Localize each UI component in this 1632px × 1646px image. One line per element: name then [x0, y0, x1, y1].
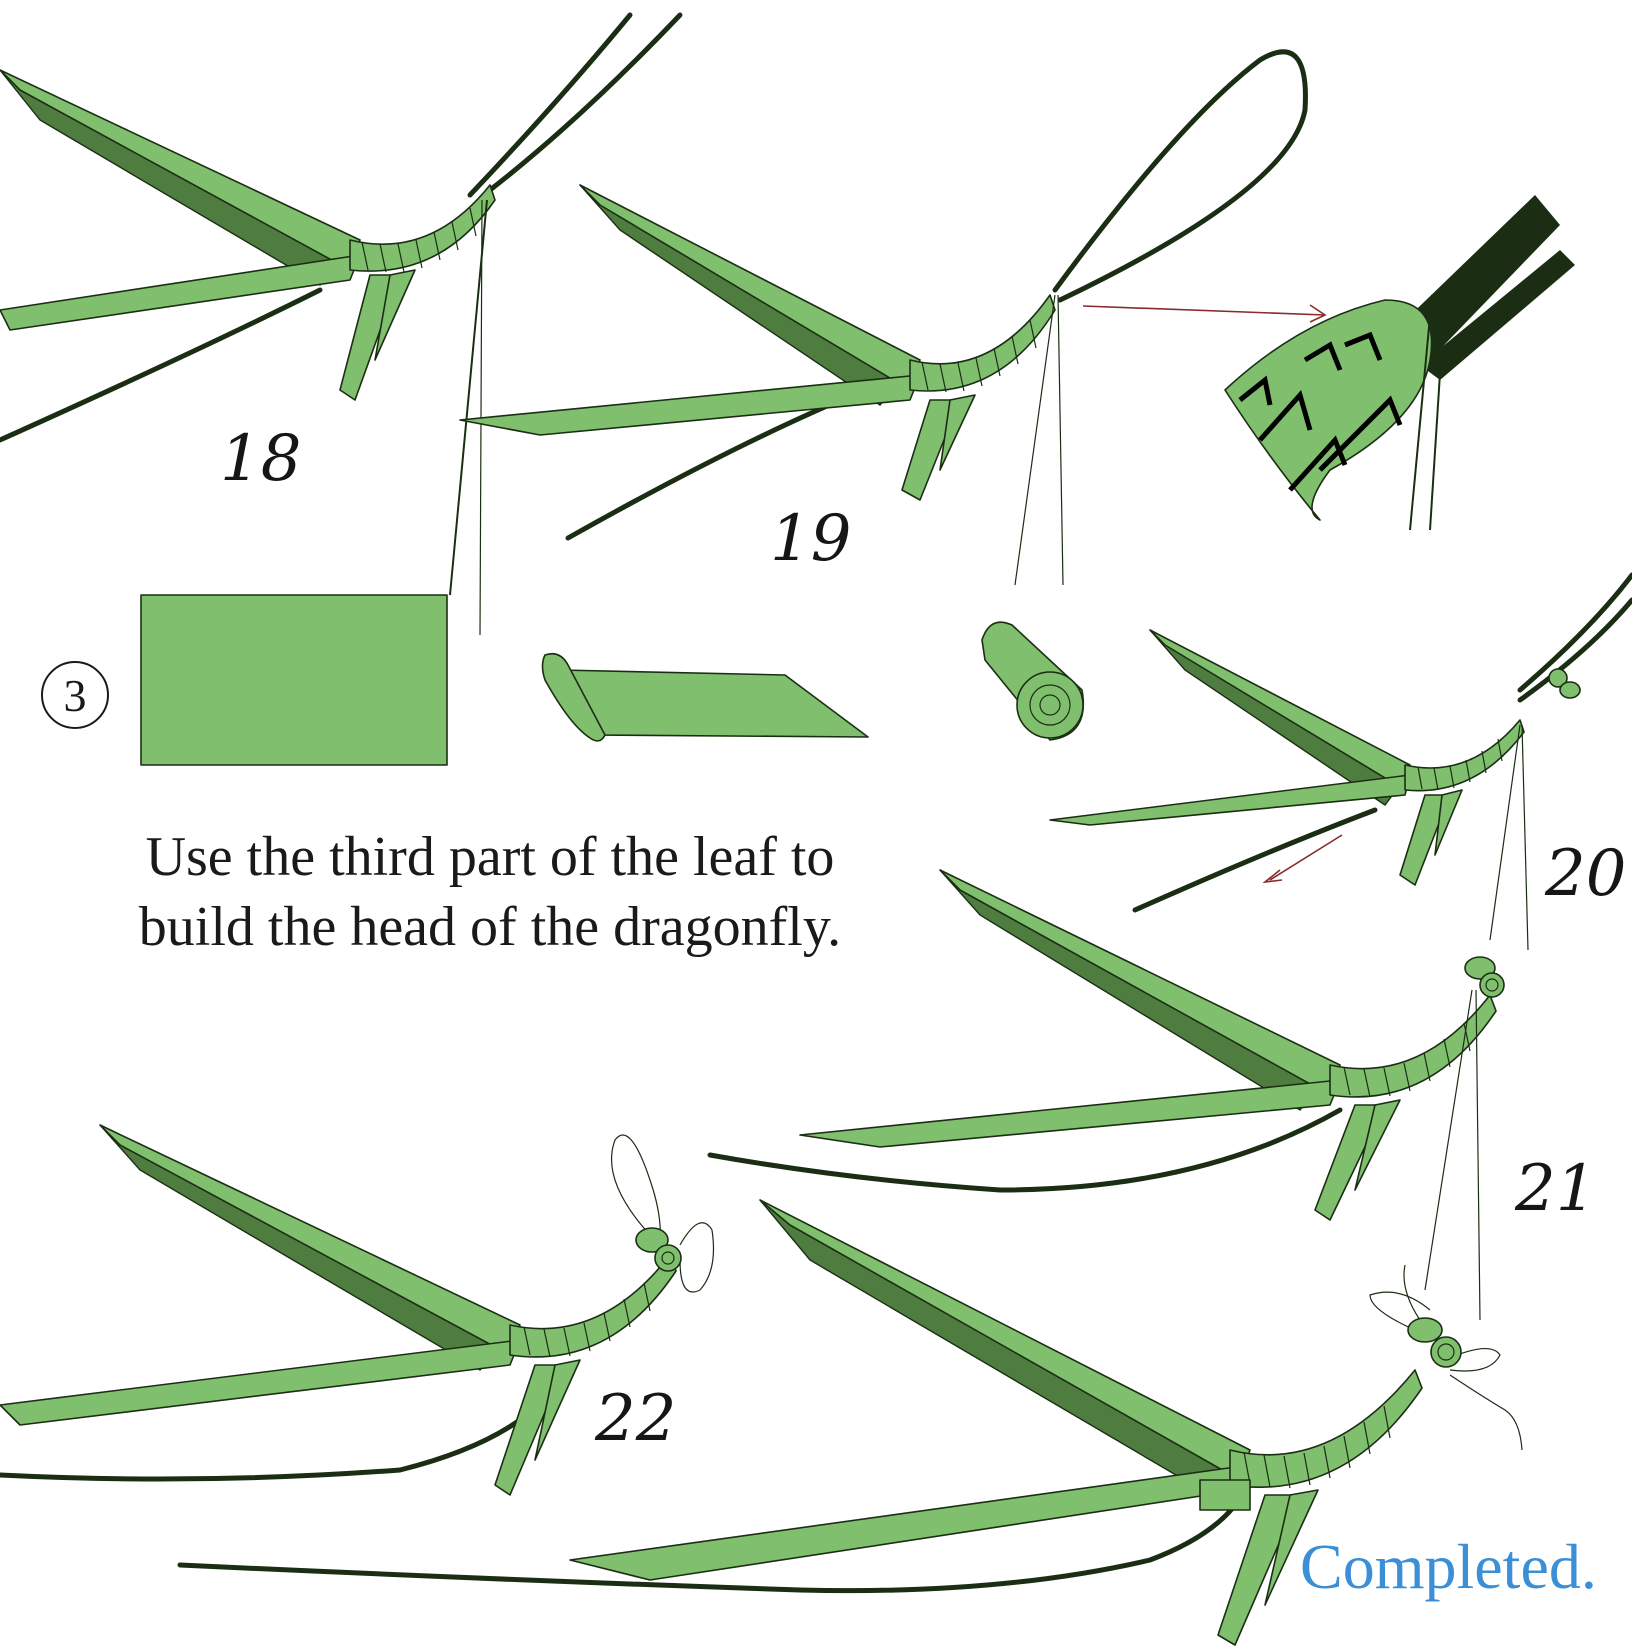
step-18-number: 18 [220, 422, 301, 496]
leaf-rectangle [141, 595, 447, 765]
step-18-figure: 18 [0, 15, 680, 635]
instruction-text: Use the third part of the leaf to build … [50, 822, 930, 962]
step-19-figure: 19 [460, 52, 1305, 585]
part-3-number: 3 [64, 670, 87, 721]
completed-label: Completed. [1300, 1530, 1597, 1604]
part-3-marker: 3 [42, 662, 108, 728]
step-21-number: 21 [1514, 1152, 1596, 1226]
step-20-number: 20 [1544, 837, 1626, 911]
step-20-figure: 20 [1050, 575, 1632, 950]
instruction-line-1: Use the third part of the leaf to [50, 822, 930, 892]
detail-zoom [1225, 195, 1575, 530]
step-22-figure: 22 [0, 1125, 714, 1495]
arrow-to-detail [1083, 305, 1325, 322]
step-22-number: 22 [594, 1382, 676, 1456]
leaf-rolling [543, 654, 869, 741]
leaf-roll [982, 622, 1083, 740]
instruction-line-2: build the head of the dragonfly. [50, 892, 930, 962]
step-19-number: 19 [770, 502, 851, 576]
